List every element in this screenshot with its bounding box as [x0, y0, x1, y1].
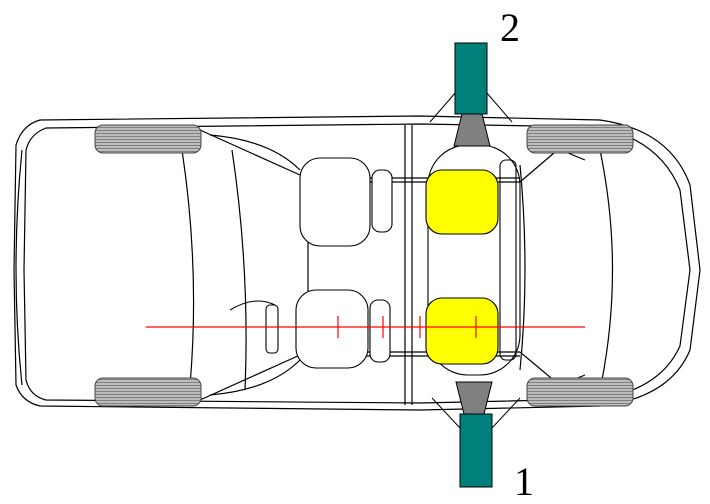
front-seat-bottom [295, 289, 369, 369]
tire-front-left [94, 124, 202, 154]
sensor-bottom [431, 381, 521, 488]
sensor-top-strut-right [485, 91, 513, 123]
tire-rear-right [526, 377, 634, 407]
seat-highlight-bottom [425, 297, 499, 365]
front-bumper-line [15, 149, 23, 386]
rear-deck [519, 164, 526, 371]
seat-highlight-top [425, 169, 499, 235]
sensor-bottom-strut-right [491, 397, 521, 429]
tires [94, 124, 634, 407]
rear-bench-armrest [499, 159, 517, 361]
sensor-top-block [454, 42, 488, 115]
dashboard-curve-inner [181, 149, 195, 386]
highlighted-seats [425, 169, 499, 365]
sensor-top [429, 42, 513, 147]
steering-column [265, 304, 279, 354]
tire-front-right [94, 377, 202, 407]
seats [229, 144, 521, 376]
windshield-line [209, 134, 301, 171]
sensor-bottom-strut-left [431, 397, 461, 429]
windshield-line-lower [209, 359, 301, 396]
sensor-top-mount [453, 113, 491, 147]
sensor-bottom-block [459, 413, 493, 488]
front-seat-top [299, 157, 371, 247]
sensor-label-2: 2 [500, 5, 520, 50]
sensor-top-strut-left [429, 91, 457, 123]
front-seat-top-back [371, 169, 393, 233]
front-brace-top [199, 129, 301, 176]
center-line-group [146, 316, 585, 338]
front-seat-bottom-back [369, 299, 391, 363]
dashboard-curve [231, 149, 247, 391]
front-brace-bottom [199, 354, 301, 401]
rear-deck-inner [599, 149, 614, 391]
sensor-label-1: 1 [514, 459, 534, 504]
tire-rear-left [526, 124, 634, 154]
steering-arc [229, 300, 276, 311]
